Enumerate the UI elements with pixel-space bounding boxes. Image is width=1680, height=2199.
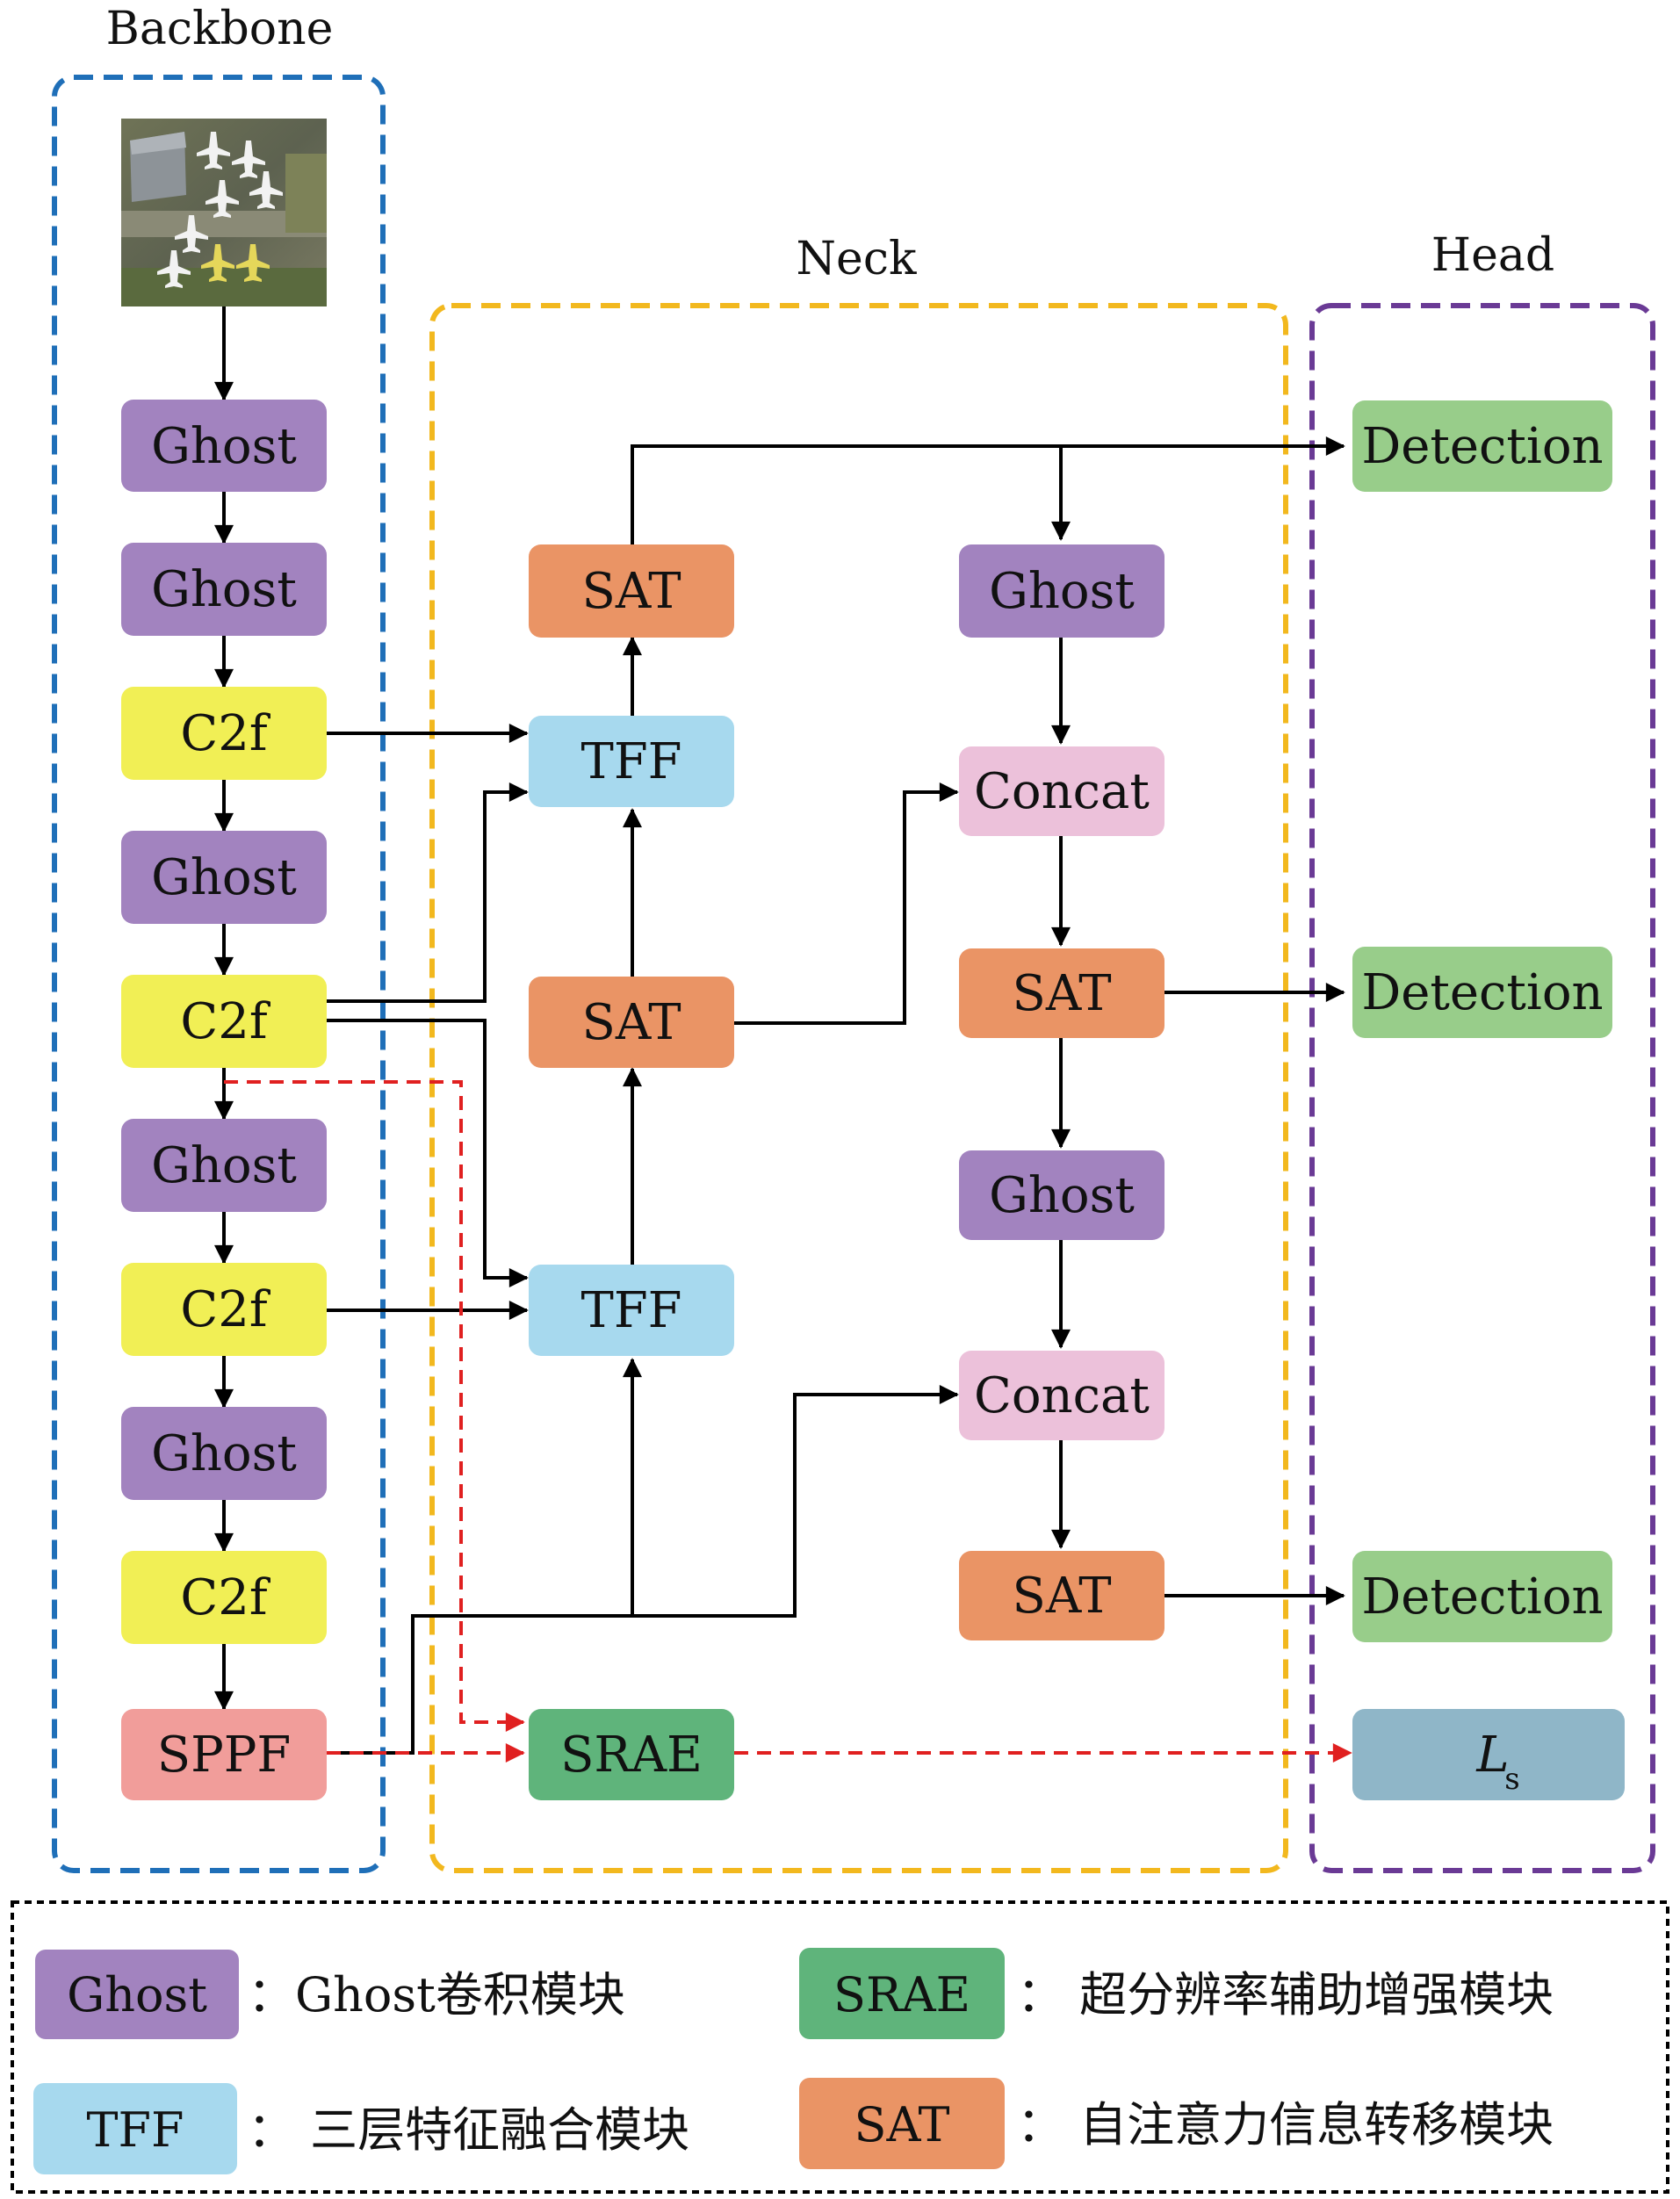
backbone-title: Backbone: [106, 3, 334, 55]
head-blocks: Detection Detection Detection L s: [1352, 400, 1625, 1800]
head-loss-symbol: L: [1475, 1727, 1509, 1784]
backbone-c2f-2: [121, 975, 327, 1068]
legend-ghost-label: Ghost: [67, 1967, 207, 2022]
backbone-block-label: Ghost: [151, 418, 297, 475]
neck-srae-label: SRAE: [560, 1727, 703, 1784]
head-detection-2: [1352, 947, 1612, 1038]
head-title: Head: [1431, 229, 1554, 282]
backbone-block-label: C2f: [180, 993, 270, 1050]
head-detection-2-label: Detection: [1361, 964, 1603, 1021]
backbone-block-label: C2f: [180, 1569, 270, 1626]
backbone-ghost-1: [121, 400, 327, 492]
backbone-c2f-1: [121, 687, 327, 780]
neck-title: Neck: [797, 233, 917, 285]
head-detection-1: [1352, 400, 1612, 492]
head-detection-1-label: Detection: [1361, 418, 1603, 475]
neck-sat-right-2: [959, 1551, 1164, 1640]
neck-tff-bottom: [529, 1265, 734, 1356]
backbone-sppf: [121, 1709, 327, 1800]
legend: Ghost ：Ghost卷积模块 TFF ： 三层特征融合模块 SRAE ： 超…: [11, 1900, 1669, 2194]
backbone-ghost-5: [121, 1407, 327, 1500]
legend-sat-swatch: [799, 2078, 1005, 2169]
legend-srae-label: SRAE: [833, 1967, 970, 2022]
legend-sat-label: SAT: [854, 2097, 949, 2152]
backbone-block-label: Ghost: [151, 849, 297, 906]
neck-tff-top: [529, 716, 734, 807]
backbone-block-label: SPPF: [157, 1727, 292, 1784]
neck-blocks: SAT TFF SAT TFF SRAE Ghost Concat SAT Gh…: [529, 544, 1164, 1800]
neck-concat-1-label: Concat: [974, 763, 1150, 820]
neck-tff-bottom-label: TFF: [580, 1282, 681, 1339]
backbone-ghost-4: [121, 1119, 327, 1212]
neck-sat-mid: [529, 977, 734, 1068]
legend-tff-label: TFF: [87, 2102, 184, 2158]
legend-sat-desc: ： 自注意力信息转移模块: [1017, 2097, 1554, 2152]
neck-concat-2-label: Concat: [974, 1367, 1150, 1424]
backbone-block-label: C2f: [180, 705, 270, 762]
backbone-block-label: Ghost: [151, 1425, 297, 1482]
head-loss-subscript: s: [1504, 1762, 1519, 1797]
neck-ghost-1-label: Ghost: [989, 563, 1135, 620]
neck-ghost-1: [959, 544, 1164, 638]
neck-ghost-2: [959, 1150, 1164, 1240]
connections: [214, 306, 1345, 1755]
head-loss: [1352, 1709, 1625, 1800]
backbone-blocks: Ghost Ghost C2f Ghost C2f Ghost C2f Ghos…: [121, 400, 327, 1800]
neck-sat-top: [529, 544, 734, 638]
legend-tff-desc: ： 三层特征融合模块: [248, 2102, 689, 2158]
neck-sat-right-2-label: SAT: [1012, 1568, 1111, 1625]
backbone-c2f-3: [121, 1263, 327, 1356]
backbone-block-label: Ghost: [151, 561, 297, 618]
input-image: [121, 119, 327, 306]
head-frame: [1309, 303, 1655, 1873]
neck-sat-right-1-label: SAT: [1012, 965, 1111, 1022]
backbone-ghost-3: [121, 831, 327, 924]
neck-concat-1: [959, 746, 1164, 836]
head-detection-3: [1352, 1551, 1612, 1642]
neck-sat-top-label: SAT: [581, 563, 681, 620]
neck-tff-top-label: TFF: [580, 733, 681, 790]
backbone-block-label: C2f: [180, 1281, 270, 1338]
backbone-frame: [52, 75, 386, 1873]
neck-sat-right-1: [959, 948, 1164, 1038]
legend-frame: [11, 1900, 1669, 2194]
legend-tff-swatch: [33, 2083, 237, 2174]
legend-srae-swatch: [799, 1948, 1005, 2039]
neck-sat-mid-label: SAT: [581, 994, 681, 1051]
neck-frame: [429, 303, 1288, 1873]
legend-srae-desc: ： 超分辨率辅助增强模块: [1017, 1967, 1554, 2022]
backbone-block-label: Ghost: [151, 1137, 297, 1194]
neck-srae: [529, 1709, 734, 1800]
head-detection-3-label: Detection: [1361, 1568, 1603, 1626]
neck-ghost-2-label: Ghost: [989, 1167, 1135, 1224]
aux-connections: [224, 1080, 1352, 1763]
legend-ghost-desc: ：Ghost卷积模块: [248, 1967, 625, 2022]
legend-ghost-swatch: [35, 1950, 239, 2039]
neck-concat-2: [959, 1351, 1164, 1440]
backbone-ghost-2: [121, 543, 327, 636]
backbone-c2f-4: [121, 1551, 327, 1644]
